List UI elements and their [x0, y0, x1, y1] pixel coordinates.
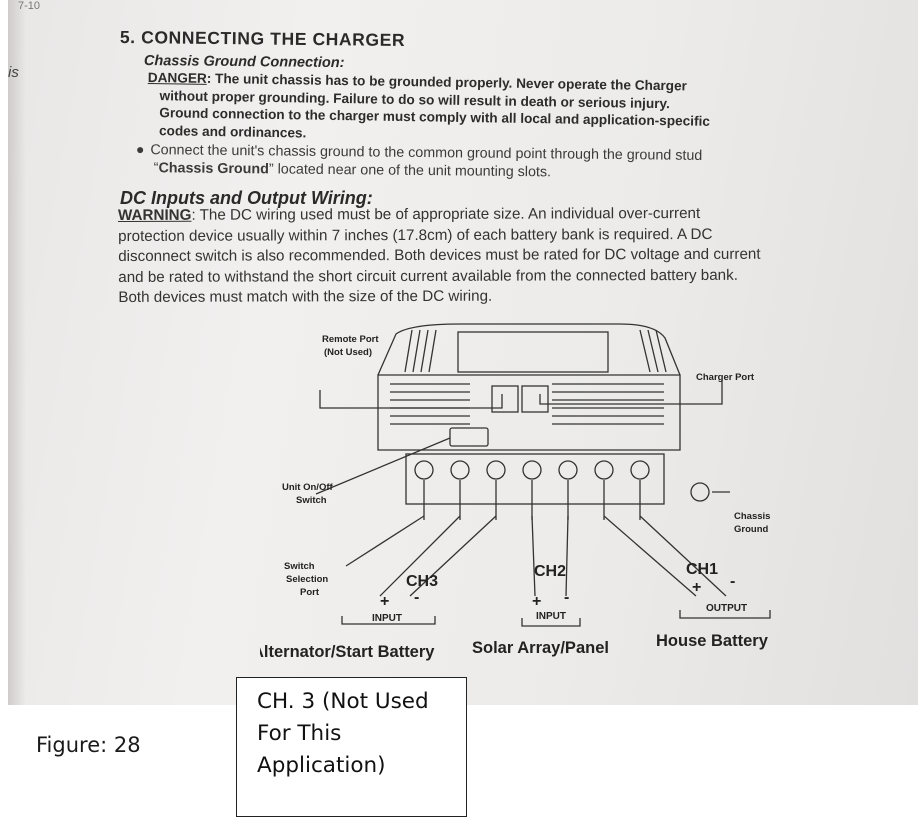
document-photo: 7-10 is 5. CONNECTING THE CHARGER Chassi… [8, 0, 918, 705]
switch-selection-label-line3: Port [300, 587, 320, 598]
charger-top-panel [457, 331, 609, 373]
charger-port-label: Charger Port [696, 372, 755, 383]
bullet-text-line2: ” located near one of the unit mounting … [268, 160, 552, 180]
ch2-leader-lines [531, 515, 569, 597]
ch2-input-bracket [521, 618, 581, 627]
ch1-plus: + [692, 579, 701, 596]
chassis-ground-heading: Chassis Ground Connection: [143, 53, 345, 72]
switch-selection-callout [345, 515, 425, 567]
ch1-output-bracket [679, 610, 771, 619]
page-edge-fragment: 7-10 [18, 0, 41, 12]
charger-top-housing [377, 323, 681, 376]
house-battery-label: House Battery [656, 632, 769, 650]
heatsink-fins-left [404, 329, 437, 373]
note-callout-box: CH. 3 (Not Used For This Application) [236, 677, 467, 817]
chassis-ground-stud [690, 482, 710, 502]
vent-slots-right [552, 383, 664, 425]
charger-wiring-diagram: Remote Port (Not Used) Charger Port Unit… [260, 323, 771, 661]
switch-selection-label-line2: Selection [286, 574, 328, 585]
warning-line2: protection device usually within 7 inche… [118, 225, 713, 245]
chassis-ground-label-line2: Ground [734, 524, 768, 535]
warning-line4: and be rated to withstand the short circ… [118, 266, 738, 286]
bullet-dot-icon: ● [135, 141, 145, 158]
ch3-minus: - [414, 589, 419, 606]
ch1-output-label: OUTPUT [706, 603, 747, 614]
ch2-label: CH2 [534, 563, 566, 580]
note-line3: Application) [257, 753, 386, 778]
ch3-input-bracket [341, 616, 436, 625]
ch3-leader-lines [379, 515, 497, 597]
on-off-label-line1: Unit On/Off [282, 482, 333, 493]
ch2-plus: + [532, 593, 541, 610]
warning-line5: Both devices must match with the size of… [118, 287, 493, 306]
danger-paragraph: DANGER: The unit chassis has to be groun… [147, 69, 908, 151]
on-off-label-line2: Switch [296, 495, 327, 506]
ch1-leader-lines [603, 515, 727, 597]
on-off-callout [315, 437, 451, 495]
ch1-minus: - [730, 573, 735, 590]
alternator-battery-label: Alternator/Start Battery [260, 643, 435, 661]
remote-port-label-line1: Remote Port [322, 334, 379, 345]
section-heading: 5. CONNECTING THE CHARGER [119, 27, 406, 50]
figure-caption: Figure: 28 [36, 733, 141, 757]
photo-edge-shadow [8, 0, 26, 705]
ch1-label: CH1 [686, 561, 718, 578]
danger-label: DANGER [147, 69, 207, 86]
warning-line1: : The DC wiring used must be of appropri… [191, 204, 701, 224]
heatsink-fins-right [639, 329, 667, 373]
ch3-input-label: INPUT [372, 613, 402, 624]
switch-selection-label-line1: Switch [284, 561, 315, 572]
solar-array-label: Solar Array/Panel [472, 639, 609, 657]
dc-wiring-heading: DC Inputs and Output Wiring: [120, 188, 373, 208]
warning-paragraph: WARNING: The DC wiring used must be of a… [118, 203, 918, 308]
vent-slots-left [390, 383, 470, 425]
bullet-bold-term: Chassis Ground [158, 159, 270, 177]
ch2-input-label: INPUT [536, 611, 566, 622]
terminal-screws [414, 460, 650, 480]
warning-label: WARNING [118, 206, 192, 224]
charger-front-face [377, 374, 681, 451]
on-off-switch [449, 427, 489, 447]
remote-port-callout [319, 390, 503, 409]
charger-port-callout [539, 380, 723, 405]
remote-port-jack [491, 385, 519, 413]
chassis-ground-label-line1: Chassis [734, 511, 770, 522]
ch3-plus: + [380, 593, 389, 610]
remote-port-label-line2: (Not Used) [324, 347, 372, 358]
note-line1: CH. 3 (Not Used [257, 689, 429, 714]
ch3-label: CH3 [406, 573, 438, 590]
note-line2: For This [257, 721, 342, 746]
margin-text-fragment: is [8, 64, 19, 81]
terminal-strip [405, 453, 665, 505]
ch2-minus: - [564, 589, 569, 606]
terminal-wires [423, 480, 641, 520]
chassis-bullet: ●Connect the unit's chassis ground to th… [136, 141, 916, 185]
charger-port-jack [521, 385, 549, 413]
warning-line3: disconnect switch is also recommended. B… [118, 245, 761, 265]
